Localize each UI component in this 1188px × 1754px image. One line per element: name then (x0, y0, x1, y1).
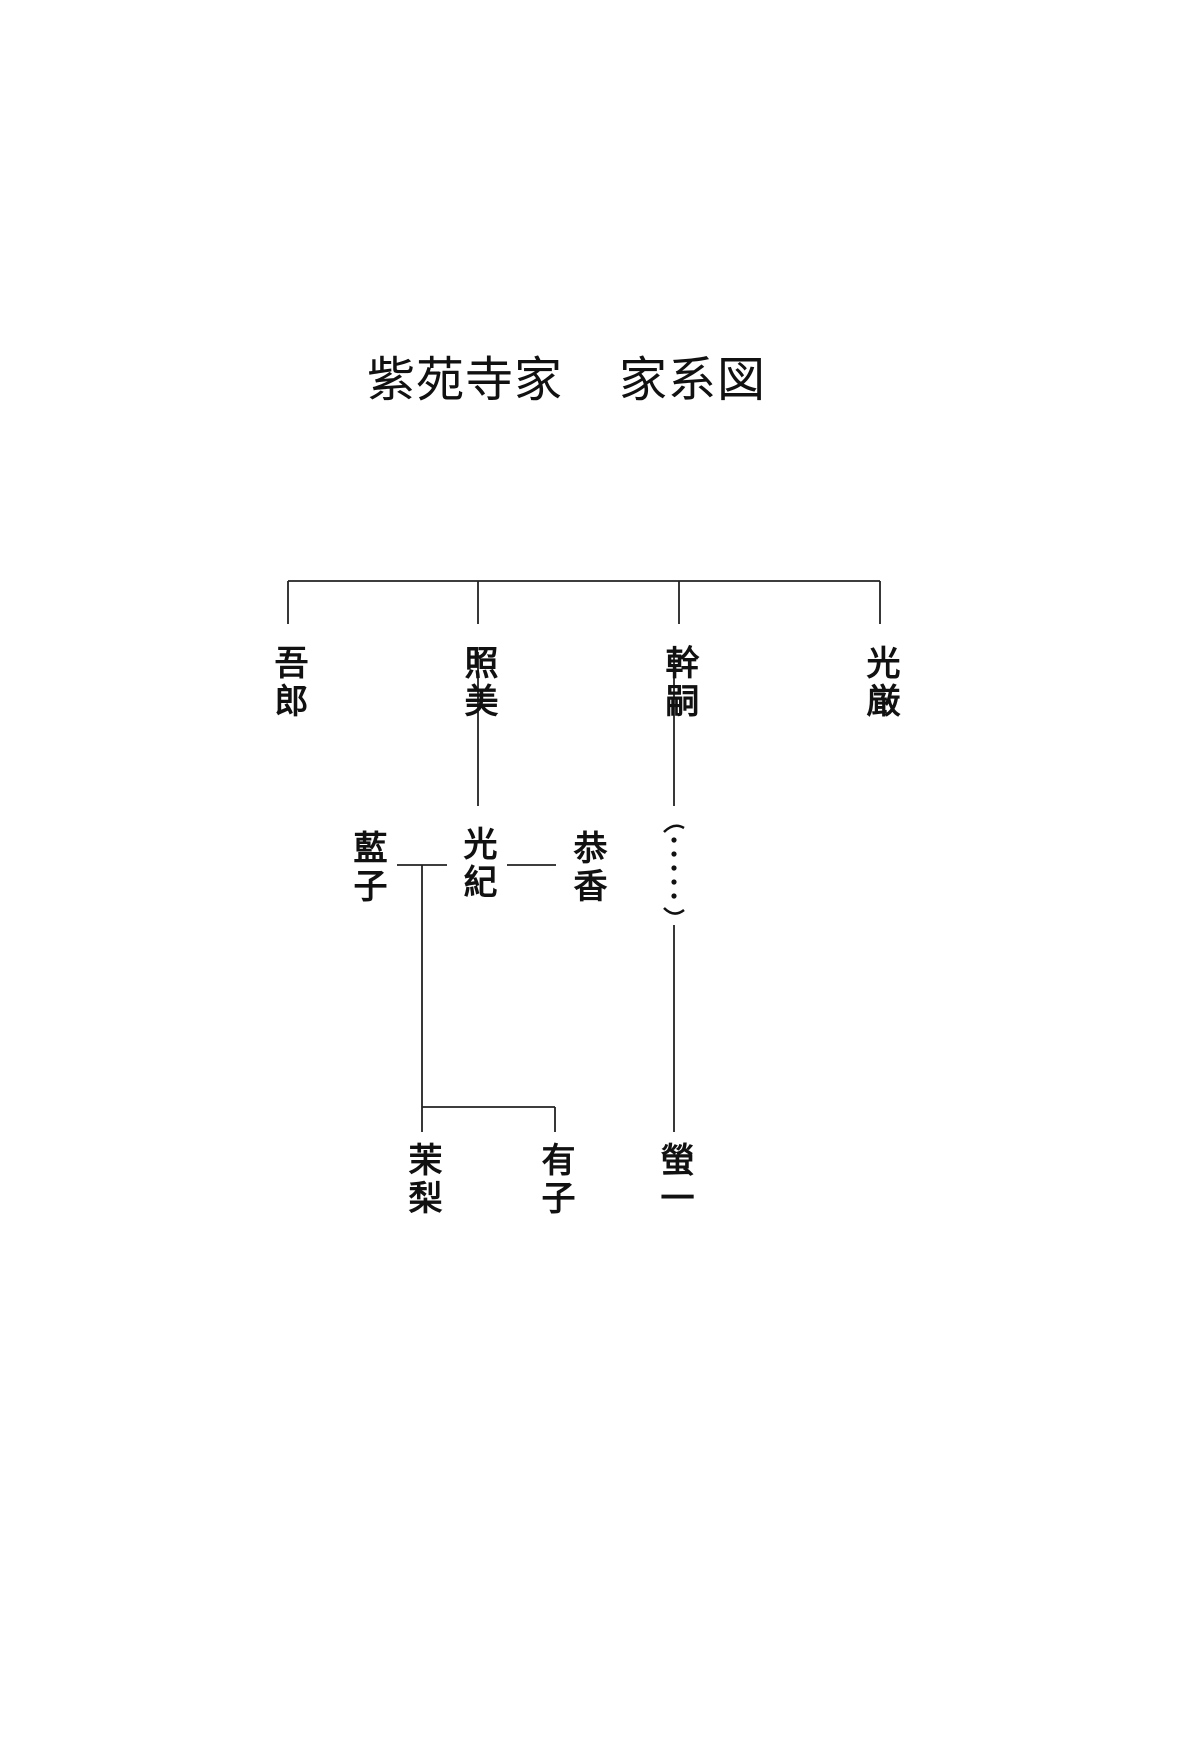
title-subtitle: 家系図 (619, 352, 767, 408)
person-aiko: 藍子 (347, 830, 387, 906)
person-goro: 吾郎 (268, 645, 308, 721)
person-mari: 茉梨 (402, 1142, 442, 1218)
person-keiichi: 螢一 (654, 1142, 694, 1218)
unknown-person-marker (663, 824, 685, 915)
person-mikitsugu: 幹嗣 (659, 645, 699, 721)
person-kogen: 光厳 (860, 645, 900, 721)
person-yuko: 有子 (535, 1142, 575, 1218)
title-family-name: 紫苑寺家 (367, 352, 564, 408)
person-terumi: 照美 (458, 645, 498, 721)
page-title: 紫苑寺家家系図 (367, 340, 766, 410)
person-mitsunori: 光紀 (457, 826, 497, 902)
person-kyoka: 恭香 (567, 830, 607, 906)
